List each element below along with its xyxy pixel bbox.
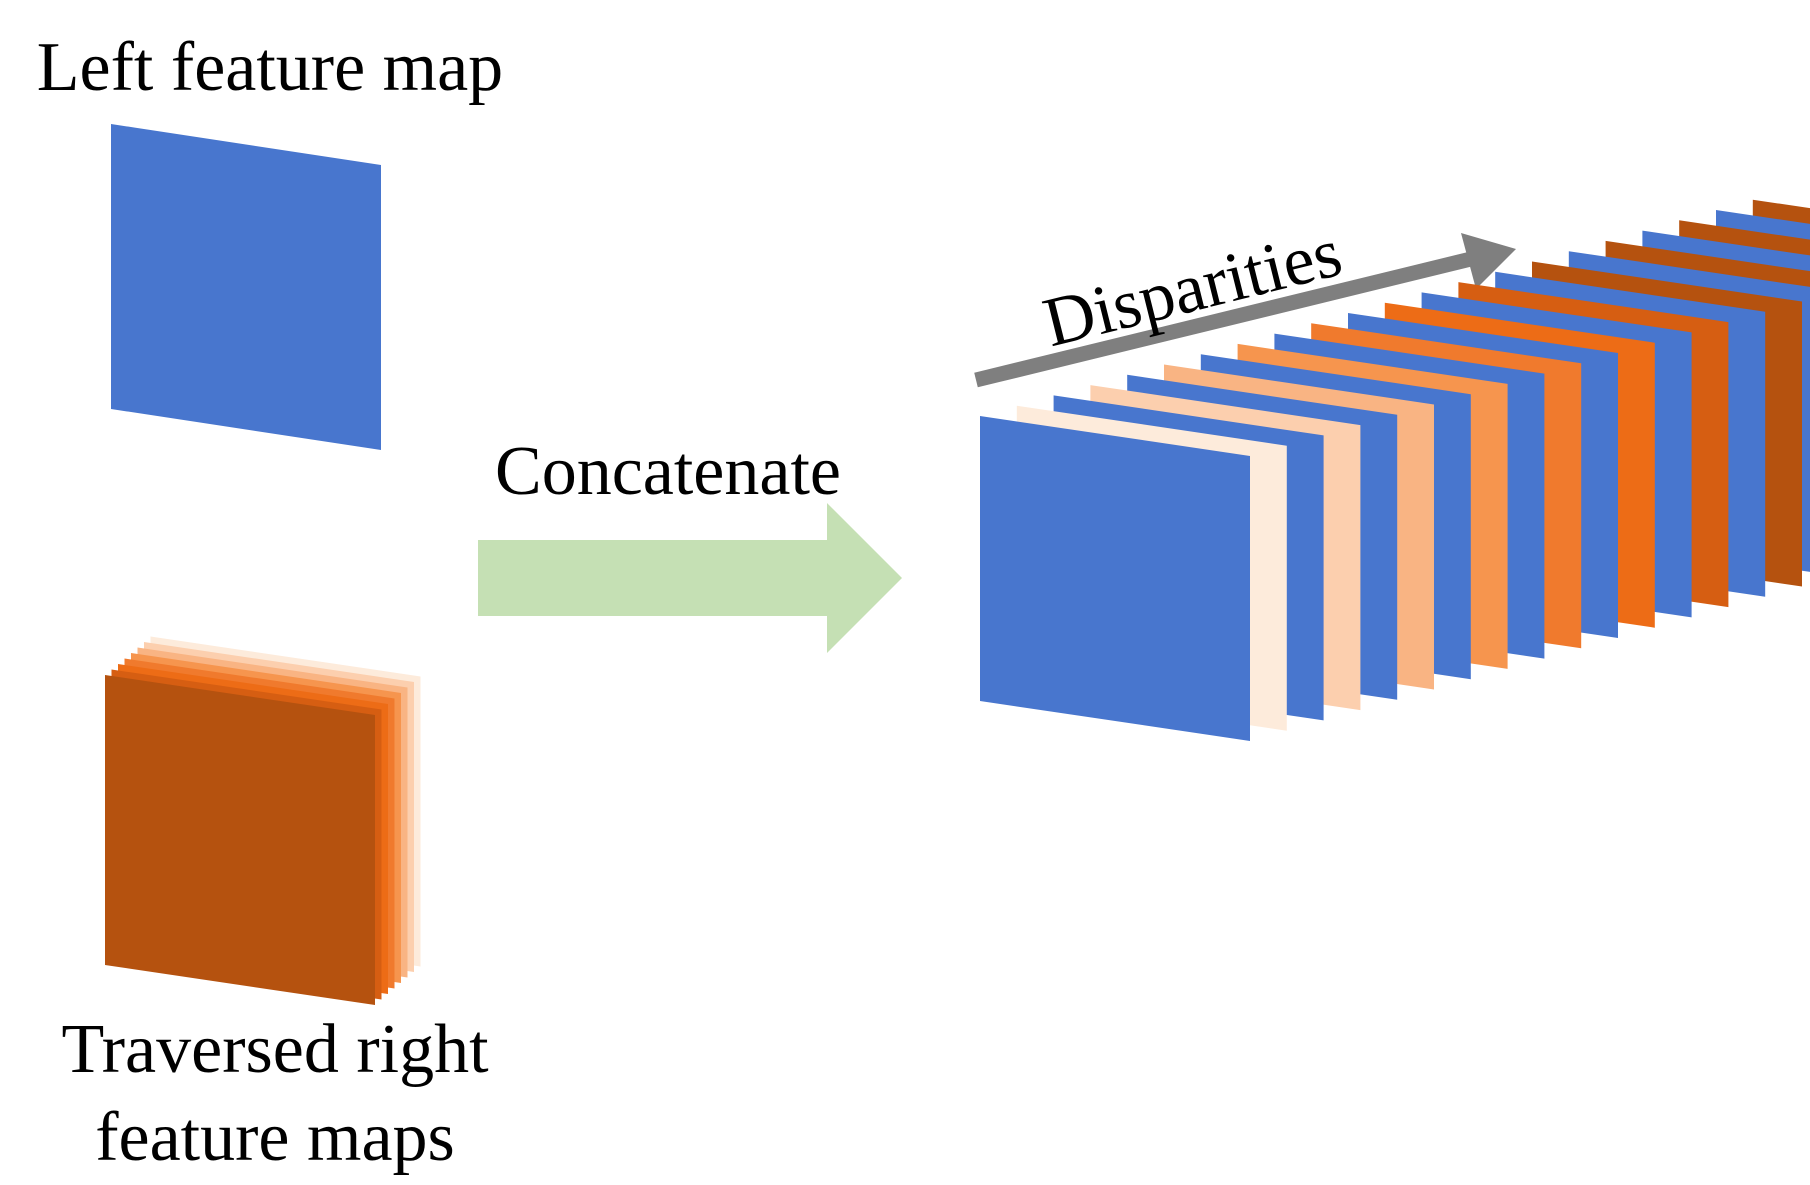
disparities-arrow-shaft: [974, 250, 1477, 388]
left-feature-map-label: Left feature map: [37, 29, 503, 106]
right-feature-maps-label-line1: Traversed right: [61, 1011, 489, 1088]
disparities-arrow-head: [1461, 233, 1516, 289]
right-feature-maps-label-line2: feature maps: [95, 1099, 455, 1176]
right-feature-map-slice: [105, 675, 375, 1005]
cost-volume-left-slice: [980, 416, 1250, 741]
cost-volume: [980, 199, 1810, 741]
traversed-right-feature-maps-stack: [105, 636, 421, 1005]
concatenate-arrow: [478, 503, 902, 653]
left-feature-map: [111, 124, 381, 450]
concatenate-label: Concatenate: [495, 433, 841, 510]
